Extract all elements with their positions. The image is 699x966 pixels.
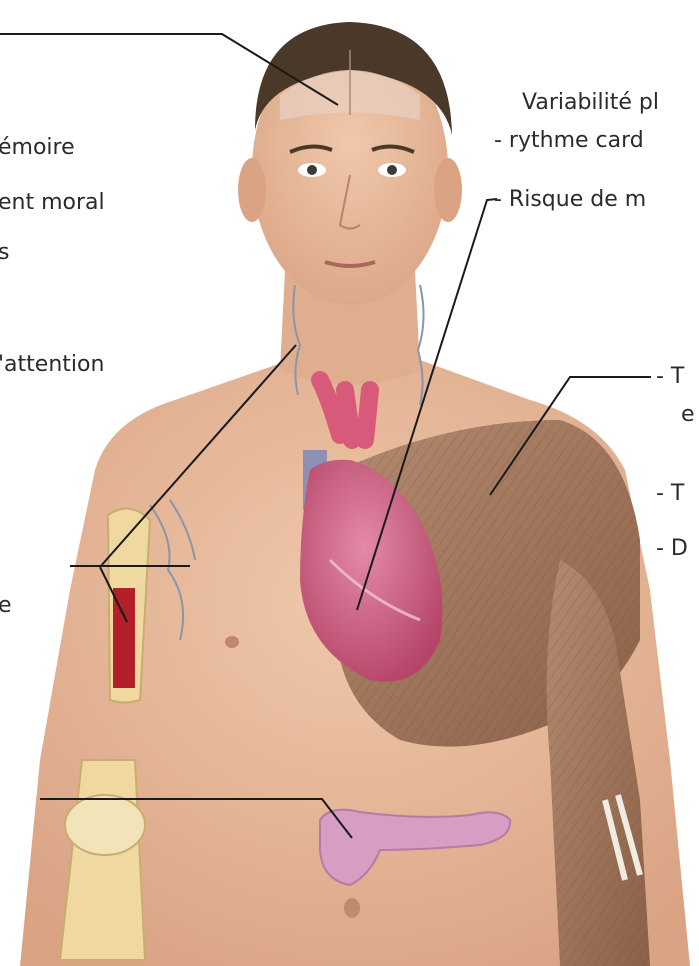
bone-marrow (113, 588, 135, 688)
label-e2: e (681, 402, 695, 428)
label-variabilite: Variabilité pl (522, 90, 659, 116)
label-memory: émoire (0, 135, 75, 161)
label-d: - D (656, 536, 688, 562)
label-risque: - Risque de m (494, 187, 646, 213)
label-moral: ent moral (0, 190, 105, 216)
label-t2: - T (656, 481, 684, 507)
nipple (225, 636, 239, 648)
navel (344, 898, 360, 918)
label-rythme: - rythme card (494, 128, 644, 154)
label-s: s (0, 240, 9, 266)
label-attention: 'attention (0, 352, 104, 378)
label-e: e (0, 593, 12, 619)
label-t1: - T (656, 364, 684, 390)
